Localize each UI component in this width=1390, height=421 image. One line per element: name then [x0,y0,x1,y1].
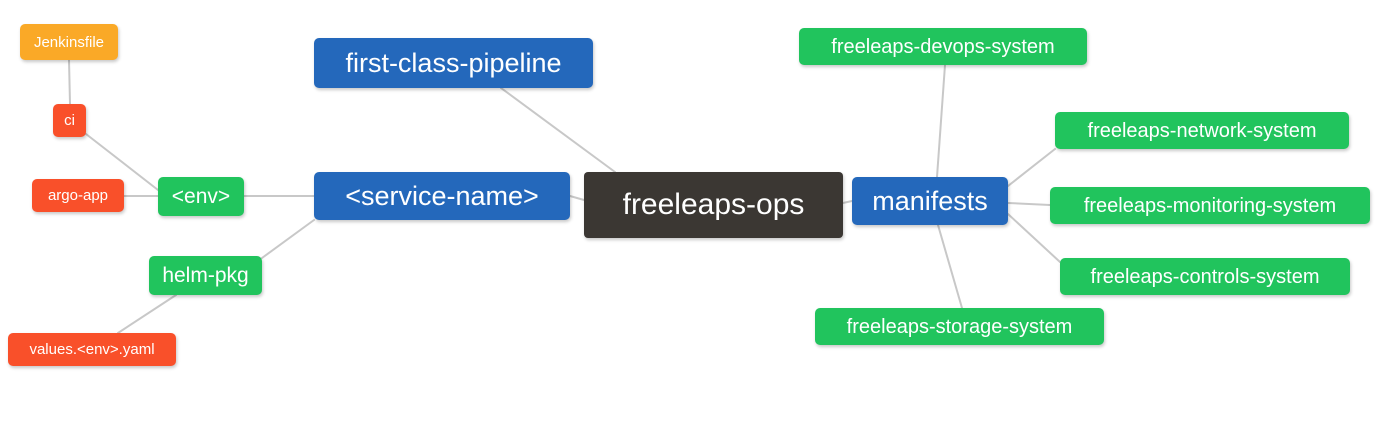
edge-first-class-pipeline-to-freeleaps-ops [500,87,616,173]
edge-freeleaps-ops-to-manifests [842,200,853,204]
node-first-class-pipeline[interactable]: first-class-pipeline [314,38,593,88]
node-env[interactable]: <env> [158,177,244,216]
node-network-system[interactable]: freeleaps-network-system [1055,112,1349,149]
node-argo-app[interactable]: argo-app [32,179,124,212]
edge-manifests-to-network-system [1007,148,1056,187]
node-storage-system[interactable]: freeleaps-storage-system [815,308,1104,345]
node-helm-pkg[interactable]: helm-pkg [149,256,262,295]
node-freeleaps-ops[interactable]: freeleaps-ops [584,172,843,238]
node-jenkinsfile[interactable]: Jenkinsfile [20,24,118,60]
edge-jenkinsfile-to-ci [68,59,71,105]
node-controls-system[interactable]: freeleaps-controls-system [1060,258,1350,295]
node-devops-system[interactable]: freeleaps-devops-system [799,28,1087,65]
edge-manifests-to-monitoring-system [1007,202,1051,206]
edge-manifests-to-devops-system [936,64,946,178]
edge-service-name-to-helm-pkg [261,219,315,259]
node-ci[interactable]: ci [53,104,86,137]
edge-helm-pkg-to-values-yaml [117,294,177,334]
node-service-name[interactable]: <service-name> [314,172,570,220]
node-values-yaml[interactable]: values.<env>.yaml [8,333,176,366]
node-manifests[interactable]: manifests [852,177,1008,225]
edge-service-name-to-freeleaps-ops [569,195,585,201]
edge-manifests-to-storage-system [937,224,963,309]
node-monitoring-system[interactable]: freeleaps-monitoring-system [1050,187,1370,224]
